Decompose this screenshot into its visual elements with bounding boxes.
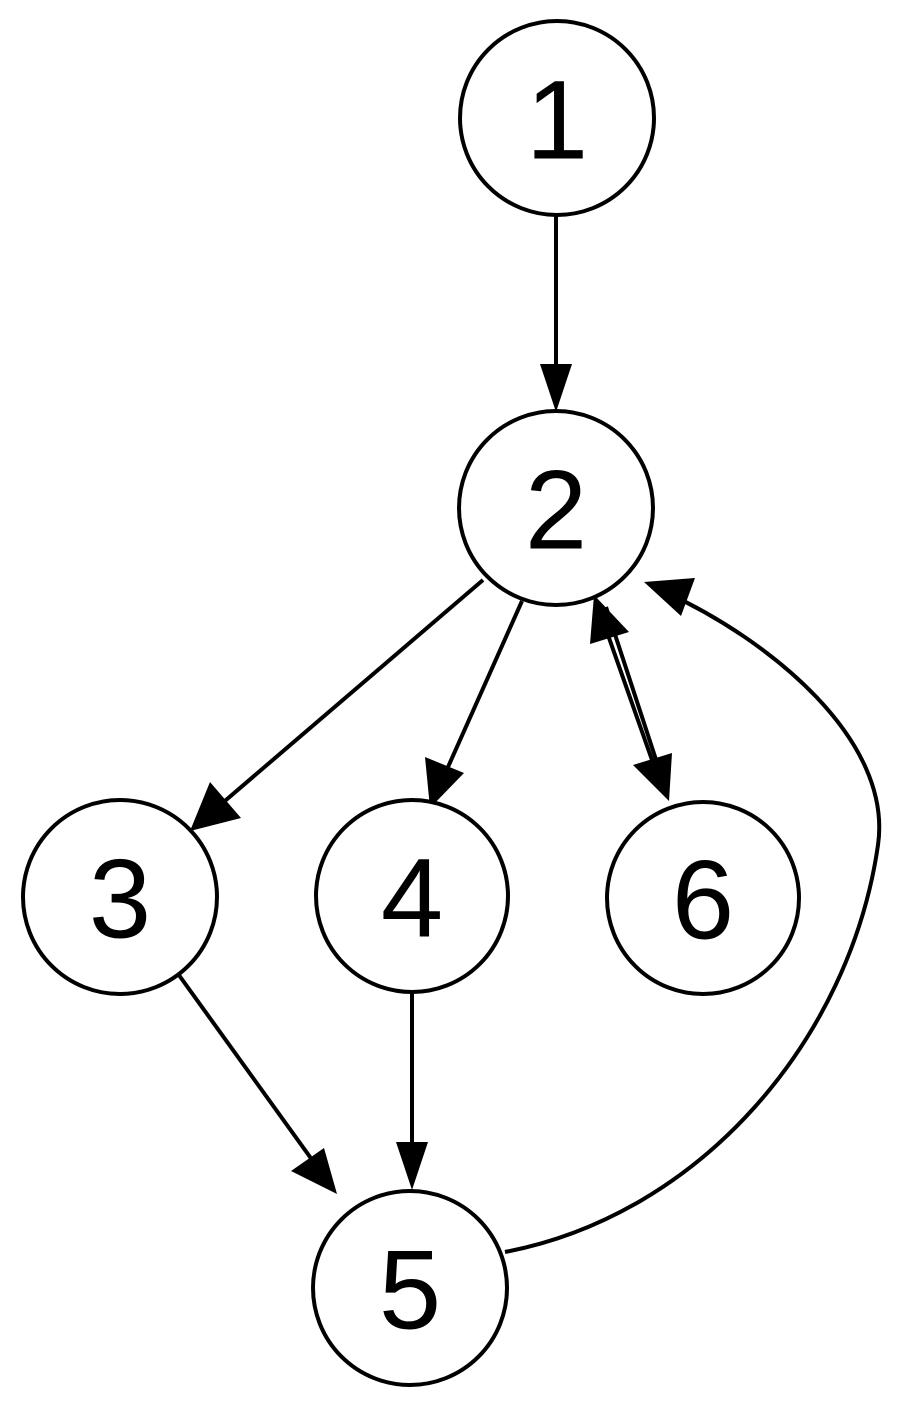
node-4-circle[interactable] (314, 798, 510, 994)
node-1-label: 1 (526, 58, 588, 183)
node-6[interactable]: 6 (605, 800, 801, 996)
edge-2-to-3[interactable] (190, 578, 485, 831)
node-1-circle[interactable] (458, 19, 656, 217)
node-6-circle[interactable] (605, 800, 801, 996)
node-4-label: 4 (381, 836, 443, 961)
node-3[interactable]: 3 (21, 798, 219, 996)
node-2-label: 2 (525, 448, 587, 573)
node-6-label: 6 (672, 838, 734, 963)
edge-2-to-6[interactable] (604, 606, 672, 801)
edge-6-to-2-arrowhead (590, 595, 629, 644)
edges-layer (174, 215, 882, 1254)
edge-6-to-2-line (600, 617, 654, 761)
node-2[interactable]: 2 (457, 409, 655, 607)
node-5[interactable]: 5 (311, 1189, 509, 1387)
node-1[interactable]: 1 (458, 19, 656, 217)
node-3-circle[interactable] (21, 798, 219, 996)
node-4[interactable]: 4 (314, 798, 510, 994)
node-2-circle[interactable] (457, 409, 655, 607)
edge-3-to-5-line (174, 969, 325, 1177)
edge-4-to-5[interactable] (396, 992, 428, 1190)
edge-5-to-2[interactable] (504, 578, 882, 1254)
edge-2-to-4-arrowhead (425, 757, 464, 808)
node-3-label: 3 (89, 837, 151, 962)
node-5-circle[interactable] (311, 1189, 509, 1387)
edge-4-to-5-arrowhead (396, 1142, 428, 1190)
edge-5-to-2-arrowhead (644, 578, 695, 616)
edge-3-to-5[interactable] (174, 969, 337, 1194)
edge-3-to-5-arrowhead (291, 1148, 337, 1194)
nodes-layer: 1 2 3 4 6 5 (21, 19, 801, 1387)
edge-6-to-2[interactable] (590, 595, 654, 761)
edge-1-to-2-arrowhead (540, 364, 572, 412)
edge-2-to-3-line (210, 578, 485, 814)
edge-5-to-2-curve (504, 590, 882, 1254)
edge-2-to-3-arrowhead (190, 782, 241, 831)
edge-2-to-6-arrowhead (633, 753, 672, 801)
edge-2-to-4[interactable] (425, 600, 524, 808)
node-5-label: 5 (379, 1228, 441, 1353)
edge-1-to-2[interactable] (540, 215, 572, 412)
edge-2-to-4-line (438, 600, 524, 786)
